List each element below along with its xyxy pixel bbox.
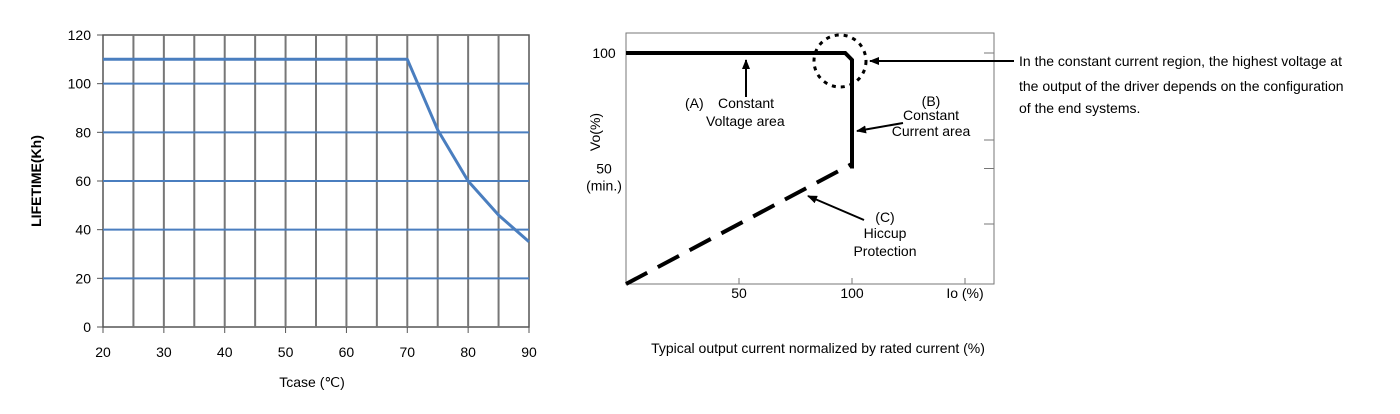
lifetime-y-axis-label: LIFETIME(Kh) bbox=[28, 135, 44, 227]
annotation-a-tag: (A) bbox=[685, 95, 704, 111]
annotation-c-tag: (C) bbox=[875, 209, 894, 225]
highlight-circle bbox=[812, 33, 868, 89]
lifetime-y-ticks: 0 20 40 60 80 100 120 bbox=[68, 27, 103, 335]
output-chart-caption: Typical output current normalized by rat… bbox=[651, 340, 985, 356]
annotation-constant-voltage: (A) Constant Voltage area bbox=[685, 59, 785, 129]
lifetime-x-tick-label: 70 bbox=[399, 344, 415, 360]
arrow-constant-current bbox=[856, 122, 904, 134]
annotation-a-line1: Constant bbox=[718, 95, 774, 111]
annotation-b-line1: Constant bbox=[903, 107, 959, 123]
annotation-c-line2: Protection bbox=[853, 243, 916, 259]
lifetime-x-tick-label: 90 bbox=[521, 344, 537, 360]
lifetime-y-tick-label: 0 bbox=[83, 319, 91, 335]
lifetime-y-tick-label: 120 bbox=[68, 27, 92, 43]
lifetime-y-tick-label: 40 bbox=[75, 222, 91, 238]
output-x-tick-label: Io (%) bbox=[946, 285, 983, 301]
lifetime-x-tick-label: 50 bbox=[278, 344, 294, 360]
output-y-tick-label: 50 bbox=[596, 161, 612, 177]
lifetime-y-tick-label: 60 bbox=[75, 173, 91, 189]
annotation-a-line2: Voltage area bbox=[706, 113, 785, 129]
hiccup-protection-line bbox=[625, 162, 853, 286]
side-note-line-1: In the constant current region, the high… bbox=[1019, 53, 1342, 69]
output-x-tick-label: 100 bbox=[840, 285, 864, 301]
arrow-hiccup-protection bbox=[807, 195, 865, 221]
side-note: In the constant current region, the high… bbox=[1019, 53, 1344, 116]
lifetime-y-tick-label: 100 bbox=[68, 76, 92, 92]
side-note-line-3: of the end systems. bbox=[1019, 100, 1140, 116]
output-y-tick-label: 100 bbox=[592, 45, 616, 61]
lifetime-x-tick-label: 40 bbox=[217, 344, 233, 360]
output-x-tick-label: 50 bbox=[731, 285, 747, 301]
lifetime-curve bbox=[103, 57, 530, 243]
annotation-hiccup-protection: (C) Hiccup Protection bbox=[807, 195, 917, 259]
annotation-constant-current: (B) Constant Current area bbox=[856, 93, 971, 139]
output-plot-frame bbox=[625, 32, 995, 285]
output-tick-marks bbox=[738, 52, 994, 284]
lifetime-grid bbox=[103, 35, 529, 327]
annotation-b-tag: (B) bbox=[922, 93, 941, 109]
output-y-axis-label: Vo(%) bbox=[587, 113, 603, 151]
lifetime-y-tick-label: 20 bbox=[75, 270, 91, 286]
lifetime-x-tick-label: 30 bbox=[156, 344, 172, 360]
lifetime-x-axis-label: Tcase (℃) bbox=[279, 374, 345, 390]
annotation-c-line1: Hiccup bbox=[864, 225, 907, 241]
annotation-b-line2: Current area bbox=[892, 123, 971, 139]
lifetime-x-tick-label: 80 bbox=[460, 344, 476, 360]
output-y-tick-label: (min.) bbox=[586, 178, 622, 194]
lifetime-y-tick-label: 80 bbox=[75, 124, 91, 140]
lifetime-x-ticks: 20 30 40 50 60 70 80 90 bbox=[95, 327, 537, 360]
lifetime-x-tick-label: 20 bbox=[95, 344, 111, 360]
lifetime-x-tick-label: 60 bbox=[339, 344, 355, 360]
side-note-line-2: the output of the driver depends on the … bbox=[1019, 78, 1344, 94]
